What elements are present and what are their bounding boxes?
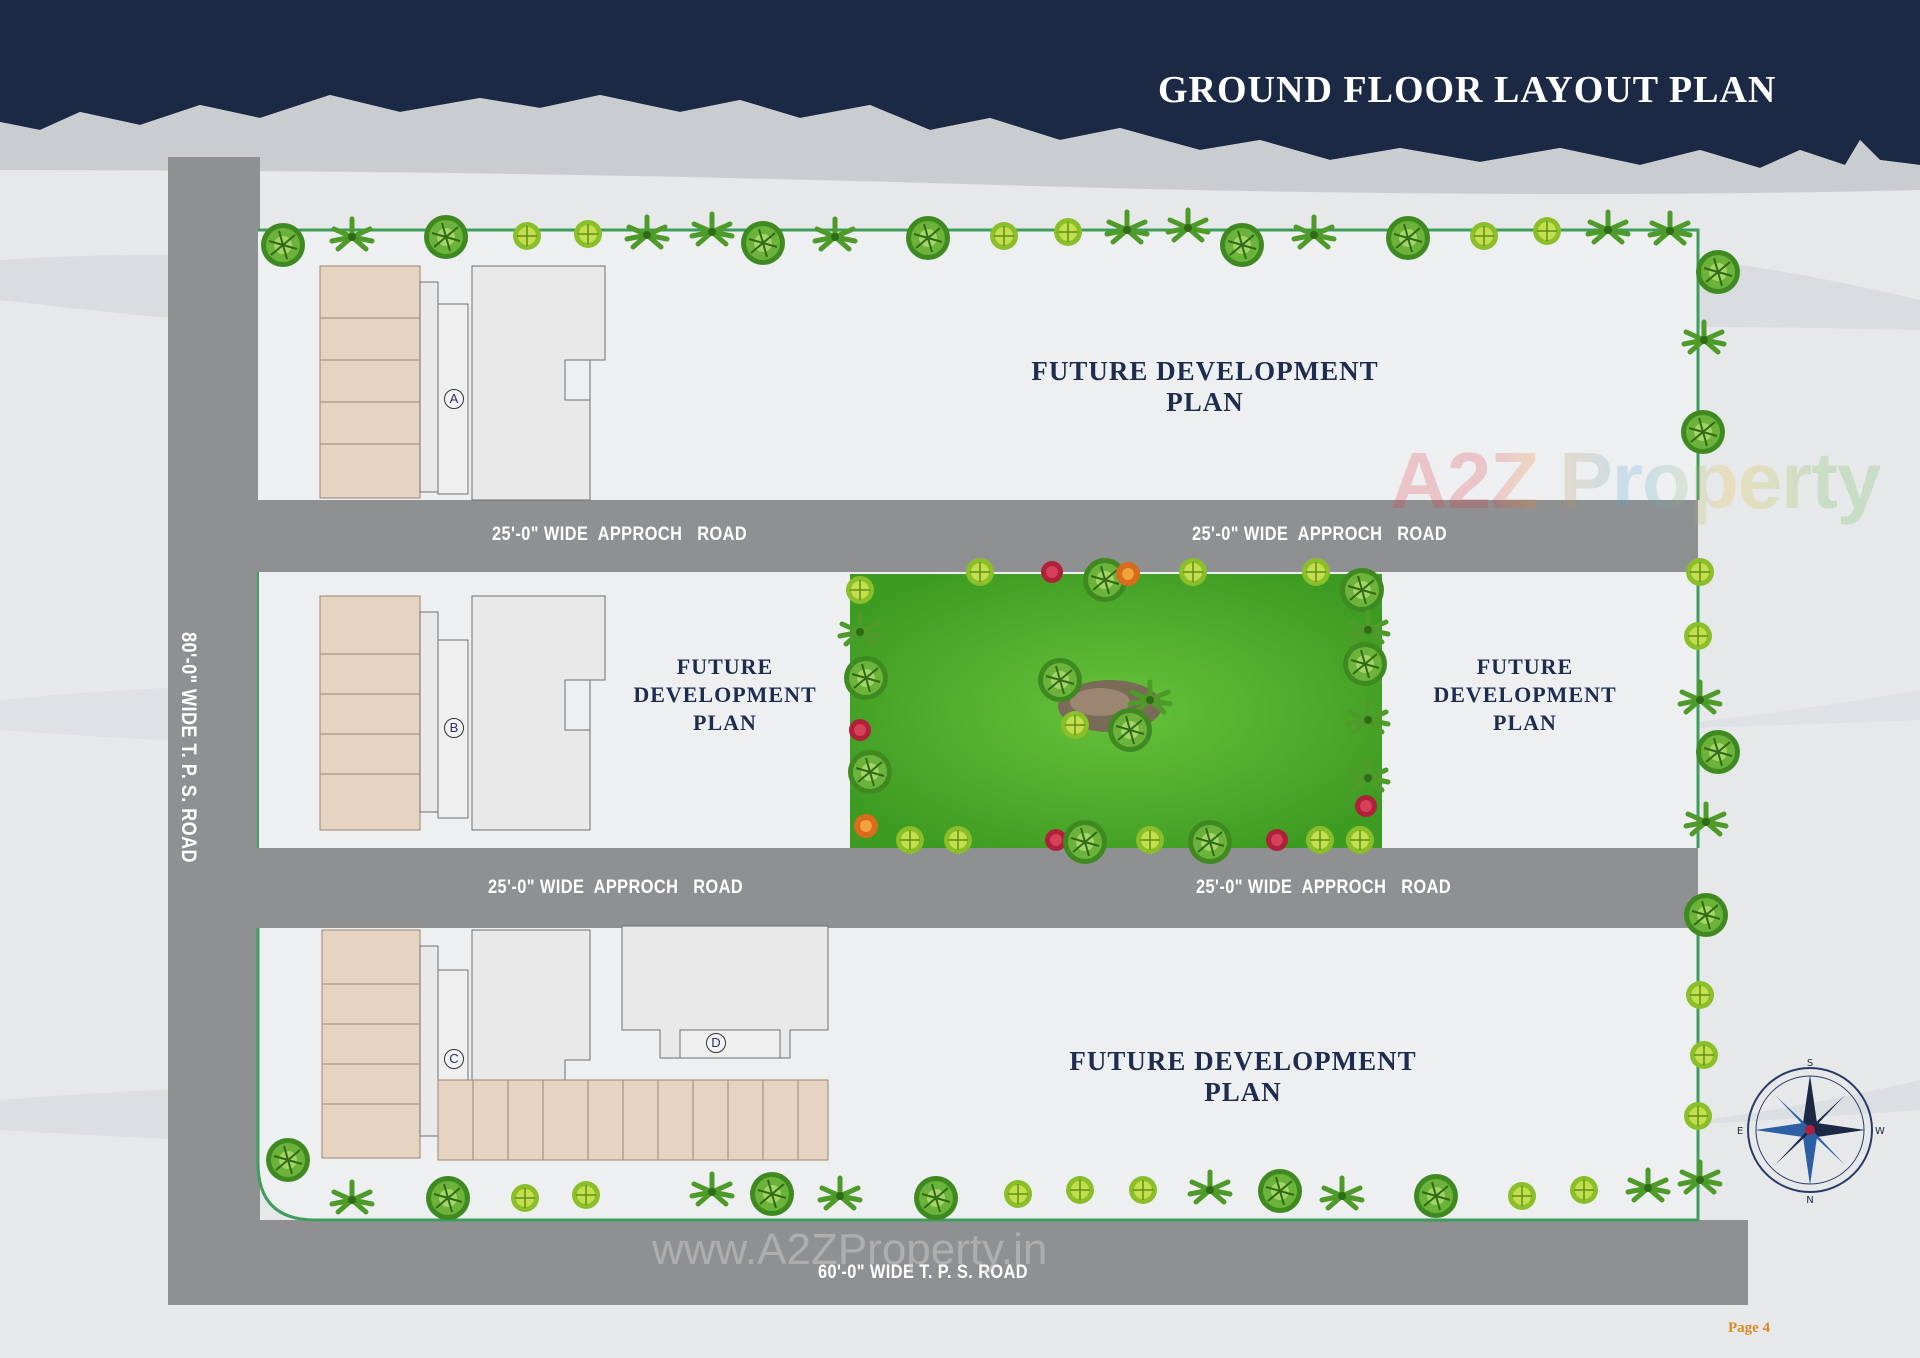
brand-watermark-text: A2Z Property — [1390, 436, 1881, 525]
approach-road-label-mid-right: 25'-0" WIDE APPROCH ROAD — [1196, 877, 1452, 898]
compass-west-label: W — [1875, 1126, 1885, 1137]
building-d-marker: D — [706, 1033, 726, 1053]
approach-road-label-top-left: 25'-0" WIDE APPROCH ROAD — [492, 524, 748, 545]
main-bottom-road-label: 60'-0" WIDE T. P. S. ROAD — [818, 1262, 1029, 1283]
building-a — [319, 265, 606, 501]
building-c — [321, 929, 829, 1161]
approach-road-label-mid-left: 25'-0" WIDE APPROCH ROAD — [488, 877, 744, 898]
building-d — [621, 925, 829, 1059]
future-development-mid-right-label: FUTURE DEVELOPMENT PLAN — [1433, 654, 1617, 735]
page-title: GROUND FLOOR LAYOUT PLAN — [1158, 69, 1777, 111]
compass-north-label: N — [1806, 1195, 1813, 1205]
building-b — [319, 595, 606, 831]
brand-watermark: A2Z Property — [1390, 435, 1881, 527]
compass-south-label: S — [1807, 1058, 1813, 1069]
website-watermark: www.A2ZProperty.in — [652, 1225, 1048, 1274]
future-development-mid-left-label: FUTURE DEVELOPMENT PLAN — [633, 654, 817, 735]
approach-road-label-top-right: 25'-0" WIDE APPROCH ROAD — [1192, 524, 1448, 545]
building-a-marker: A — [444, 389, 464, 409]
compass-rose-icon: S N E W — [1737, 1058, 1885, 1205]
main-vertical-road-label: 80'-0" WIDE T. P. S. ROAD — [177, 632, 200, 864]
page-number: Page 4 — [1728, 1320, 1771, 1336]
future-development-top-label: FUTURE DEVELOPMENT PLAN — [1031, 356, 1379, 417]
building-c-marker: C — [444, 1049, 464, 1069]
future-development-bottom-label: FUTURE DEVELOPMENT PLAN — [1069, 1046, 1417, 1107]
compass-east-label: E — [1737, 1126, 1743, 1137]
building-b-marker: B — [444, 718, 464, 738]
